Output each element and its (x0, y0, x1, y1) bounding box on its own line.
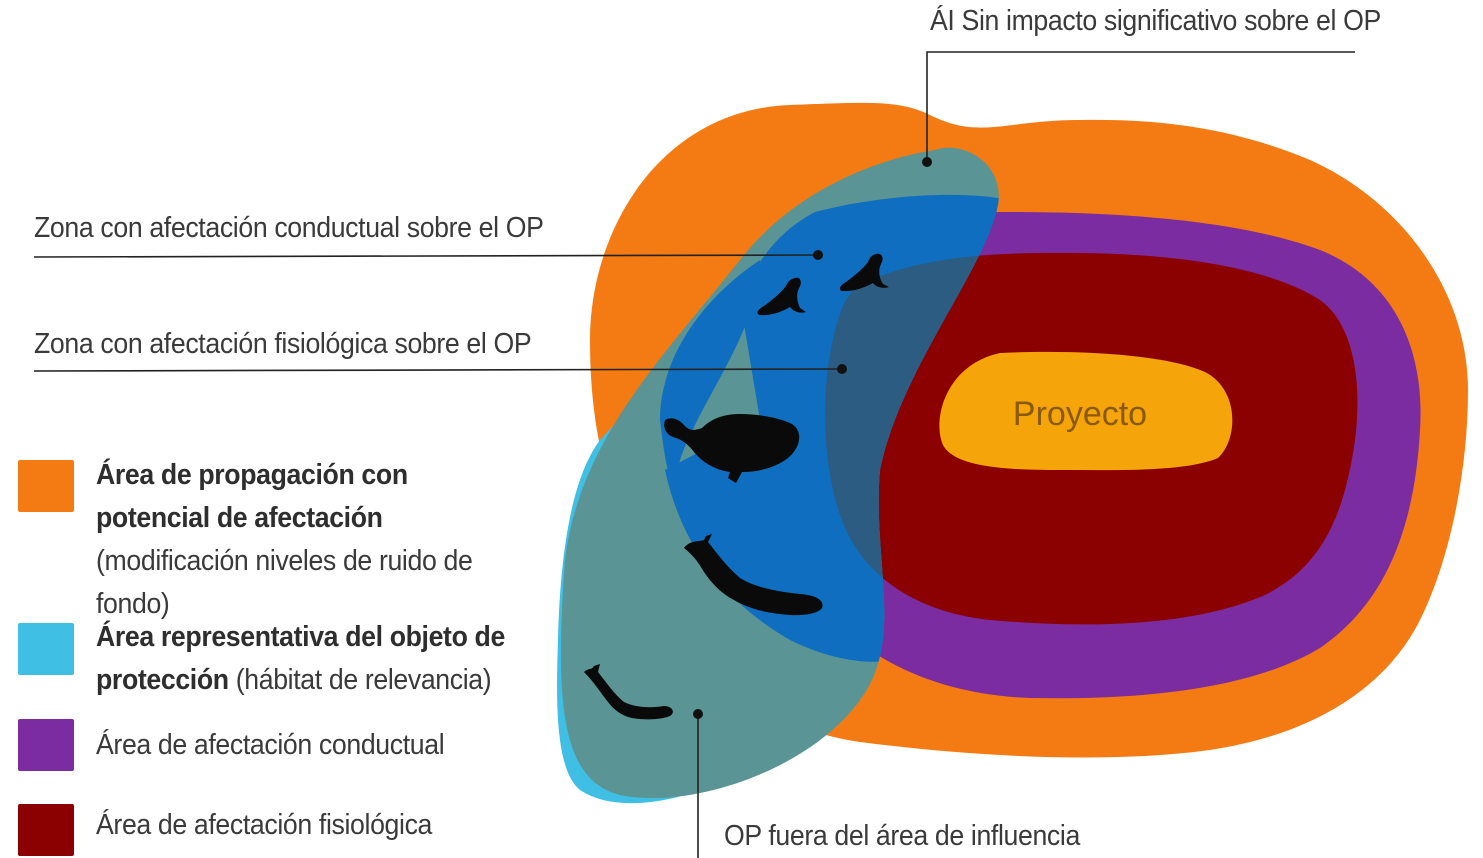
sea-lion-icon (757, 277, 806, 316)
leader-line-behavioral (33, 254, 819, 258)
callout-behavioral-zone: Zona con afectación conductual sobre el … (34, 212, 544, 244)
leader-dot-no-impact (922, 157, 932, 167)
leader-dot-behavioral (813, 250, 823, 260)
legend-rest-habitat: (hábitat de relevancia) (228, 664, 492, 696)
legend-swatch-habitat (18, 623, 74, 675)
callout-physiological-zone: Zona con afectación fisiológica sobre el… (34, 328, 532, 360)
small-whale-icon (584, 664, 673, 720)
leader-dot-outside (693, 709, 703, 719)
legend-text-physiological: Área de afectación fisiológica (96, 804, 528, 847)
leader-line-no-impact (926, 51, 1355, 162)
legend-rest-propagation: (modificación niveles de ruido de fondo) (96, 545, 473, 620)
legend-swatch-propagation (18, 460, 74, 512)
legend-text-propagation: Área de propagación con potencial de afe… (96, 454, 528, 626)
legend-rest-physiological: Área de afectación fisiológica (96, 809, 433, 841)
leader-dot-physiological (837, 364, 847, 374)
leader-line-physiological (33, 368, 843, 372)
legend-swatch-behavioral (18, 719, 74, 771)
legend-swatch-physiological (18, 804, 74, 856)
sperm-whale-icon (664, 414, 800, 483)
legend-bold-propagation: Área de propagación con potencial de afe… (96, 459, 408, 534)
legend-bold-habitat: Área representativa del objeto de protec… (96, 621, 505, 696)
callout-no-impact: ÁI Sin impacto significativo sobre el OP (930, 5, 1381, 37)
sea-lion-icon (839, 253, 889, 292)
whale-icon (684, 534, 823, 616)
project-label: Proyecto (1013, 395, 1147, 433)
legend-text-habitat: Área representativa del objeto de protec… (96, 616, 528, 702)
callout-outside-influence: OP fuera del área de influencia (724, 820, 1080, 852)
project-core (939, 351, 1233, 471)
legend-text-behavioral: Área de afectación conductual (96, 724, 528, 767)
legend-rest-behavioral: Área de afectación conductual (96, 729, 445, 761)
